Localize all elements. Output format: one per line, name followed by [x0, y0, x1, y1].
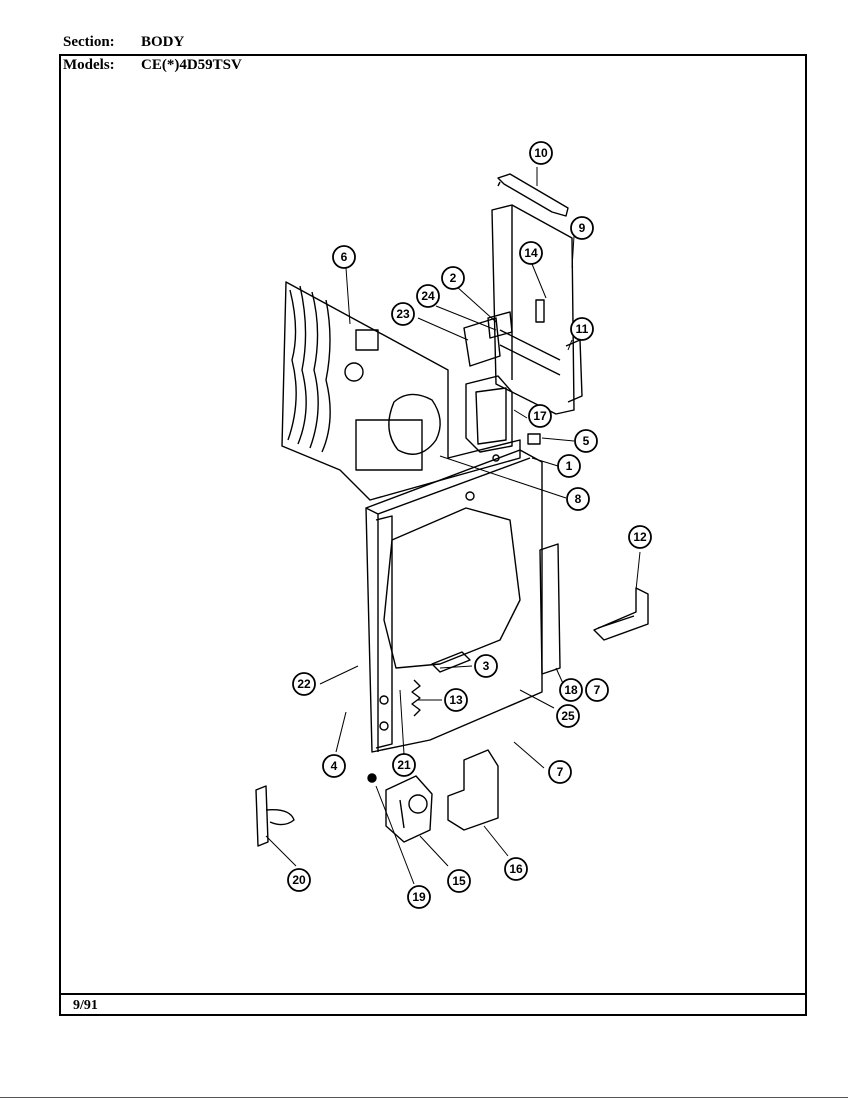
callout-label-20: 20 — [292, 873, 306, 887]
callout-balloons — [287, 141, 652, 909]
callout-15 — [447, 869, 471, 893]
callout-22 — [292, 672, 316, 696]
callout-5 — [574, 429, 598, 453]
callout-6 — [332, 245, 356, 269]
callout-label-25: 25 — [561, 709, 575, 723]
models-label: Models: — [63, 57, 115, 73]
callout-label-4: 4 — [331, 759, 338, 773]
callout-12 — [628, 525, 652, 549]
callout-25 — [556, 704, 580, 728]
callout-2 — [441, 266, 465, 290]
part-spring — [411, 679, 421, 717]
callout-label-3: 3 — [483, 659, 490, 673]
part-switch-assembly — [385, 775, 433, 843]
callout-label-15: 15 — [452, 874, 466, 888]
callout-label-19: 19 — [412, 890, 426, 904]
callout-18 — [559, 678, 583, 702]
callout-label-12: 12 — [633, 530, 647, 544]
callout-label-10: 10 — [534, 146, 548, 160]
section-value: BODY — [141, 34, 185, 50]
callout-label-22: 22 — [297, 677, 311, 691]
part-right-bracket — [539, 543, 561, 675]
part-cover — [447, 749, 499, 831]
part-angle-bracket — [593, 587, 649, 641]
callout-label-16: 16 — [509, 862, 523, 876]
callout-3 — [474, 654, 498, 678]
callout-label-14: 14 — [524, 246, 538, 260]
callout-19 — [407, 885, 431, 909]
footer-date: 9/91 — [73, 998, 98, 1013]
models-value: CE(*)4D59TSV — [141, 57, 242, 73]
callout-24 — [416, 284, 440, 308]
callout-17 — [528, 404, 552, 428]
callout-14 — [519, 241, 543, 265]
callout-label-1: 1 — [566, 459, 573, 473]
callout-label-18: 18 — [564, 683, 578, 697]
callout-label-24: 24 — [421, 289, 435, 303]
callout-label-7b: 7 — [557, 765, 564, 779]
callout-20 — [287, 868, 311, 892]
callout-label-5: 5 — [583, 434, 590, 448]
callout-label-7a: 7 — [594, 683, 601, 697]
part-latch — [431, 651, 471, 673]
callout-21 — [392, 753, 416, 777]
callout-label-17: 17 — [533, 409, 547, 423]
callout-13 — [444, 688, 468, 712]
callout-23 — [391, 302, 415, 326]
part-front-panel — [365, 449, 543, 753]
page-bottom-rule — [0, 1097, 848, 1098]
callout-label-2: 2 — [450, 271, 457, 285]
section-label: Section: — [63, 34, 115, 50]
callout-10 — [529, 141, 553, 165]
callout-label-21: 21 — [397, 758, 411, 772]
callout-16 — [504, 857, 528, 881]
callout-label-6: 6 — [341, 250, 348, 264]
footer-divider — [59, 993, 807, 995]
callout-1 — [557, 454, 581, 478]
callout-7a — [585, 678, 609, 702]
callout-label-11: 11 — [576, 322, 589, 336]
callout-7b — [548, 760, 572, 784]
part-side-panel — [281, 281, 521, 501]
part-plug — [367, 773, 377, 783]
callout-label-23: 23 — [396, 307, 410, 321]
callout-label-9: 9 — [579, 221, 586, 235]
callout-label-8: 8 — [575, 492, 582, 506]
models-row: Models: CE(*)4D59TSV — [63, 57, 242, 74]
section-row: Section: BODY — [63, 34, 184, 51]
part-small-brackets — [463, 311, 513, 367]
diagram-frame — [59, 54, 807, 1016]
callout-4 — [322, 754, 346, 778]
part-control-box — [465, 375, 513, 453]
callout-label-13: 13 — [449, 693, 463, 707]
callout-11 — [570, 317, 594, 341]
leader-lines — [265, 167, 641, 885]
part-clip — [527, 433, 541, 445]
callout-9 — [570, 216, 594, 240]
callout-8 — [566, 487, 590, 511]
part-hinge — [255, 785, 295, 847]
part-top-bracket — [497, 173, 569, 217]
part-rear-bracket — [491, 204, 583, 415]
